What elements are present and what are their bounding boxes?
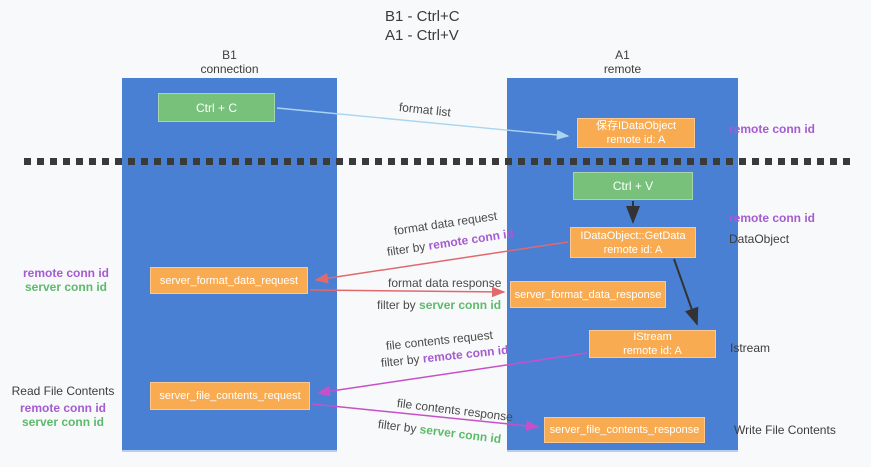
box-istream: IStream remote id: A (589, 330, 716, 358)
title-line-b1: B1 - Ctrl+C (385, 8, 460, 25)
lane-header-b1-connection: B1 connection (122, 48, 337, 76)
save-idataobject-line1: 保存IDataObject (595, 120, 677, 132)
label-read-file-contents: Read File Contents (11, 384, 115, 398)
page-title: B1 - Ctrl+C A1 - Ctrl+V (385, 7, 460, 45)
label-istream: Istream (730, 341, 771, 355)
filter-by-text: filter by (377, 417, 421, 437)
arrow-format-data-response (309, 286, 506, 298)
label-format-list: format list (398, 100, 452, 120)
label-remote-conn-id-right-mid: remote conn id (729, 211, 816, 225)
server-format-data-response-label: server_format_data_response (514, 288, 662, 301)
label-server-conn-id-left-top: server conn id (24, 280, 108, 294)
lane-right-name: A1 (615, 48, 630, 62)
server-file-contents-request-label: server_file_contents_request (159, 390, 301, 402)
filter-by-text: filter by (377, 298, 420, 312)
lane-left-name: B1 (222, 48, 237, 62)
box-ctrl-v: Ctrl + V (573, 172, 693, 200)
label-server-conn-id-left-bottom: server conn id (21, 415, 105, 429)
label-file-contents-response: file contents response (396, 396, 514, 425)
lane-right-role: remote (603, 62, 642, 76)
istream-line2: remote id: A (623, 345, 682, 357)
label-dataobject: DataObject (729, 232, 790, 246)
getdata-line2: remote id: A (603, 243, 663, 256)
label-format-data-response: format data response (388, 276, 502, 290)
filter-by-text: filter by (380, 351, 424, 370)
title-line-a1: A1 - Ctrl+V (385, 27, 459, 44)
server-format-data-request-label: server_format_data_request (159, 274, 299, 287)
label-remote-conn-id-right-top: remote conn id (729, 122, 816, 136)
ctrl-v-label: Ctrl + V (612, 179, 654, 193)
box-save-idataobject: 保存IDataObject remote id: A (577, 118, 695, 148)
box-server-format-data-request: server_format_data_request (150, 267, 308, 294)
box-ctrl-c: Ctrl + C (158, 93, 275, 122)
label-filter-by-server-conn-id-2: filter by server conn id (377, 417, 502, 446)
box-server-file-contents-request: server_file_contents_request (150, 382, 310, 410)
label-write-file-contents: Write File Contents (734, 423, 836, 437)
ctrl-c-label: Ctrl + C (195, 100, 237, 115)
label-remote-conn-id-left-bottom: remote conn id (19, 401, 106, 415)
server-file-contents-response-label: server_file_contents_response (549, 424, 700, 436)
left-read-file-block: Read File Contents remote conn id server… (8, 384, 118, 429)
server-conn-id-text: server conn id (419, 298, 502, 312)
lane-header-a1-remote: A1 remote (507, 48, 738, 76)
save-idataobject-line2: remote id: A (606, 134, 666, 146)
istream-line1: IStream (633, 331, 672, 343)
label-remote-conn-id-left-top: remote conn id (22, 266, 109, 280)
box-server-format-data-response: server_format_data_response (510, 281, 666, 308)
server-conn-id-text: server conn id (418, 422, 502, 447)
box-server-file-contents-response: server_file_contents_response (544, 417, 705, 443)
getdata-line1: IDataObject::GetData (580, 229, 686, 242)
box-idataobject-getdata: IDataObject::GetData remote id: A (570, 227, 696, 258)
dashed-divider-line (24, 158, 850, 165)
left-conn-id-block-top: remote conn id server conn id (18, 266, 114, 294)
lane-left-role: connection (200, 62, 259, 76)
label-filter-by-server-conn-id-1: filter by server conn id (377, 298, 501, 312)
filter-by-text: filter by (385, 238, 430, 259)
